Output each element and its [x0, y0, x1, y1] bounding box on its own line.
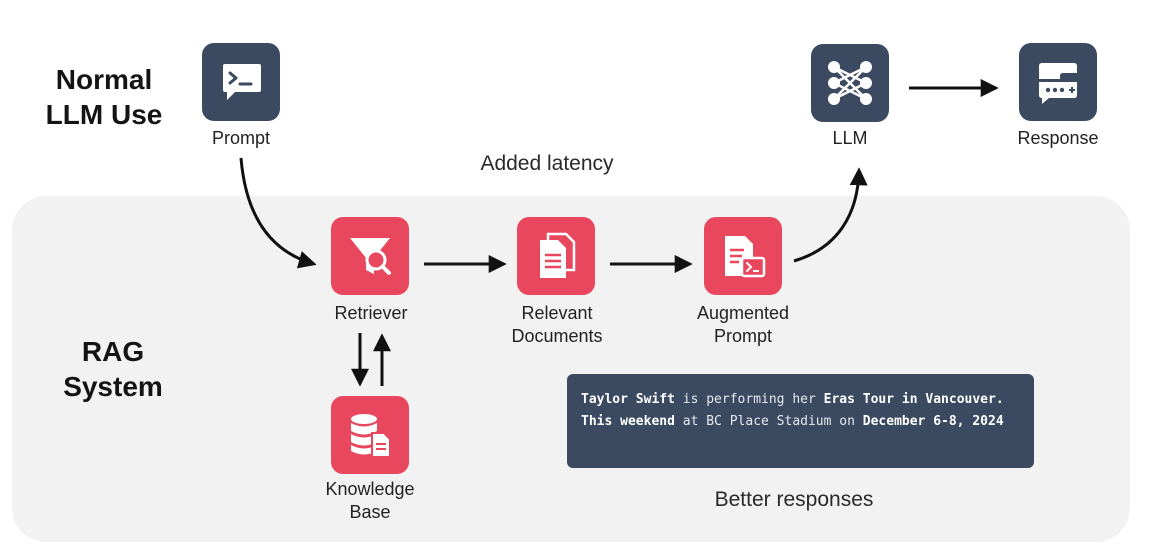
- example-text-segment: Taylor Swift: [581, 392, 675, 407]
- prompt-node: [202, 43, 280, 121]
- example-text-segment: December 6-8, 2024: [862, 414, 1004, 429]
- chat-bubble-icon: [1039, 63, 1077, 104]
- example-text-segment: is performing her: [674, 392, 824, 407]
- knowledge-base-label: Knowledge Base: [325, 479, 415, 522]
- augmented-prompt-label: Augmented Prompt: [696, 303, 790, 346]
- better-responses-caption: Better responses: [714, 488, 874, 511]
- response-label: Response: [1017, 128, 1099, 148]
- augmented-context-example: Taylor Swift is performing her Eras Tour…: [567, 374, 1034, 468]
- example-text-segment: at BC Place Stadium on: [674, 414, 863, 429]
- arrow-augmented-to-llm: [793, 167, 868, 263]
- normal-llm-use-title: Normal LLM Use: [45, 64, 163, 130]
- database-document-icon: [351, 414, 391, 458]
- example-text-segment: Eras Tour in Vancouver. This weekend: [581, 392, 1004, 429]
- prompt-label: Prompt: [211, 128, 271, 148]
- neural-network-icon: [828, 61, 872, 105]
- relevant-documents-label: Relevant Documents: [511, 303, 603, 346]
- retriever-label: Retriever: [334, 303, 408, 323]
- documents-icon: [540, 232, 576, 278]
- llm-label: LLM: [832, 128, 868, 148]
- retriever-node: [331, 217, 409, 295]
- augmented-prompt-node: [704, 217, 782, 295]
- knowledge-base-node: [331, 396, 409, 474]
- arrow-prompt-to-retriever: [239, 157, 317, 269]
- filter-search-icon: [350, 238, 391, 275]
- added-latency-caption: Added latency: [480, 152, 614, 175]
- document-terminal-icon: [725, 236, 766, 278]
- terminal-chat-icon: [223, 64, 261, 100]
- response-node: [1019, 43, 1097, 121]
- relevant-documents-node: [517, 217, 595, 295]
- rag-system-title: RAG System: [63, 336, 163, 402]
- llm-node: [811, 44, 889, 122]
